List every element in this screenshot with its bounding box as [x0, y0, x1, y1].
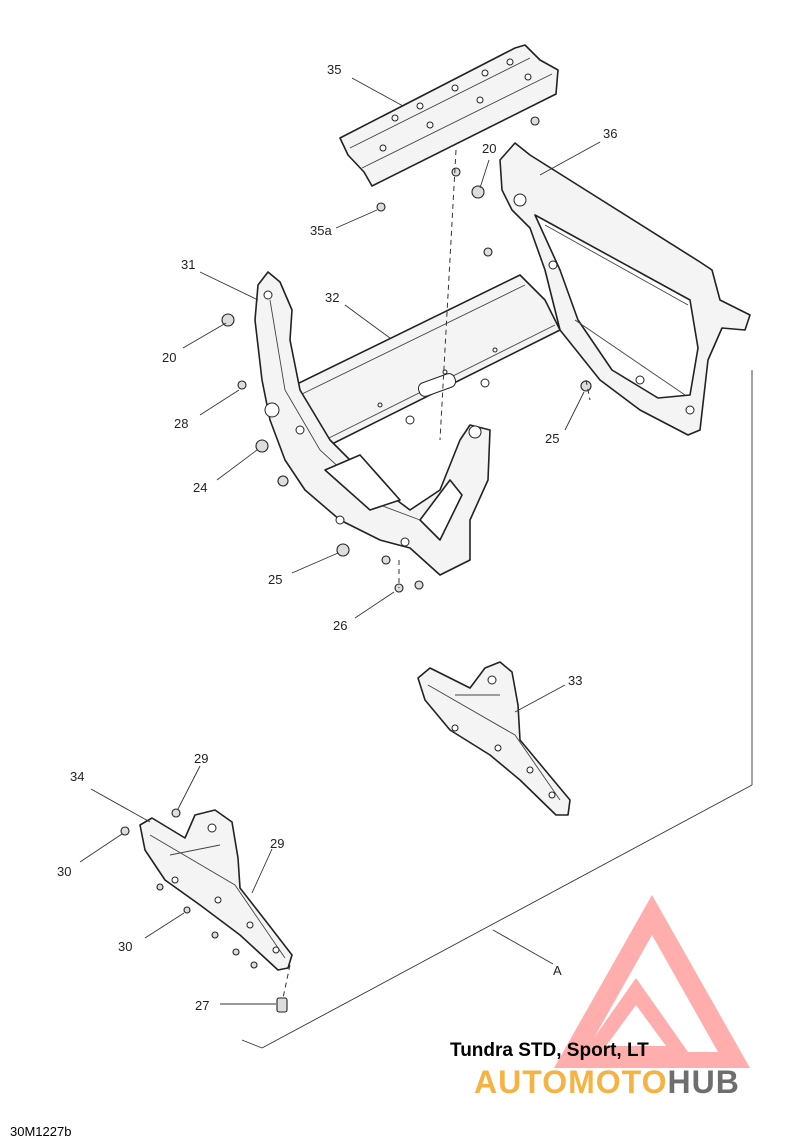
brand-part-moto: MOTO — [568, 1064, 668, 1100]
callouts: 35 35a 36 20 31 32 20 28 24 25 25 26 33 … — [57, 62, 617, 1013]
bolt-20-right — [471, 185, 485, 199]
bolt-29 — [171, 808, 181, 818]
callout-25-left: 25 — [268, 572, 282, 587]
callout-20-left: 20 — [162, 350, 176, 365]
callout-33: 33 — [568, 673, 582, 688]
callout-36: 36 — [603, 126, 617, 141]
callout-20-right: 20 — [482, 141, 496, 156]
callout-25-right: 25 — [545, 431, 559, 446]
part-32-cross-member — [294, 274, 561, 446]
callout-A: A — [553, 963, 562, 978]
callout-35: 35 — [327, 62, 341, 77]
brand-part-auto: AUTO — [474, 1064, 569, 1100]
part-36-right-frame — [499, 142, 751, 436]
bolt-right-frame — [483, 247, 493, 257]
callout-29-side: 29 — [270, 836, 284, 851]
callout-29-top: 29 — [194, 751, 208, 766]
rivet-27 — [276, 997, 288, 1013]
rivet-25-left — [336, 543, 350, 557]
bolt-28 — [237, 380, 247, 390]
nut-30b — [156, 883, 164, 891]
model-title: Tundra STD, Sport, LT — [450, 1040, 649, 1061]
callout-34: 34 — [70, 769, 84, 784]
bolt-26a — [381, 555, 391, 565]
nut-30e — [232, 948, 240, 956]
nut-24b — [277, 475, 289, 487]
document-code: 30M1227b — [10, 1124, 72, 1139]
callout-35a: 35a — [310, 223, 332, 238]
nut-24 — [255, 439, 269, 453]
nut-30c — [183, 906, 191, 914]
bolt-35a — [376, 202, 386, 212]
bolt-26c — [414, 580, 424, 590]
hardware-fasteners — [120, 116, 592, 1013]
bolt-20-left — [221, 313, 235, 327]
part-31-left-frame — [254, 271, 491, 576]
alignment-lines — [282, 149, 591, 999]
part-35-top-rail — [339, 44, 559, 187]
part-34-left-bracket — [139, 809, 293, 971]
nut-30a — [120, 826, 130, 836]
nut-30d — [211, 931, 219, 939]
callout-31: 31 — [181, 257, 195, 272]
callout-30-left: 30 — [57, 864, 71, 879]
brand-part-hub: HUB — [667, 1064, 740, 1100]
callout-27: 27 — [195, 998, 209, 1013]
assembly-frame-lines — [241, 370, 753, 1049]
callout-26: 26 — [333, 618, 347, 633]
callout-30-bottom: 30 — [118, 939, 132, 954]
watermark-logo — [554, 895, 750, 1068]
bolt-center — [451, 167, 461, 177]
callout-32: 32 — [325, 290, 339, 305]
brand-watermark-text: AUTOMOTOHUB — [474, 1064, 740, 1101]
part-33-right-bracket — [417, 661, 571, 816]
callout-24: 24 — [193, 480, 207, 495]
leader-lines — [79, 77, 601, 1005]
bolt-35a-top — [530, 116, 540, 126]
callout-28: 28 — [174, 416, 188, 431]
nut-30f — [250, 961, 258, 969]
